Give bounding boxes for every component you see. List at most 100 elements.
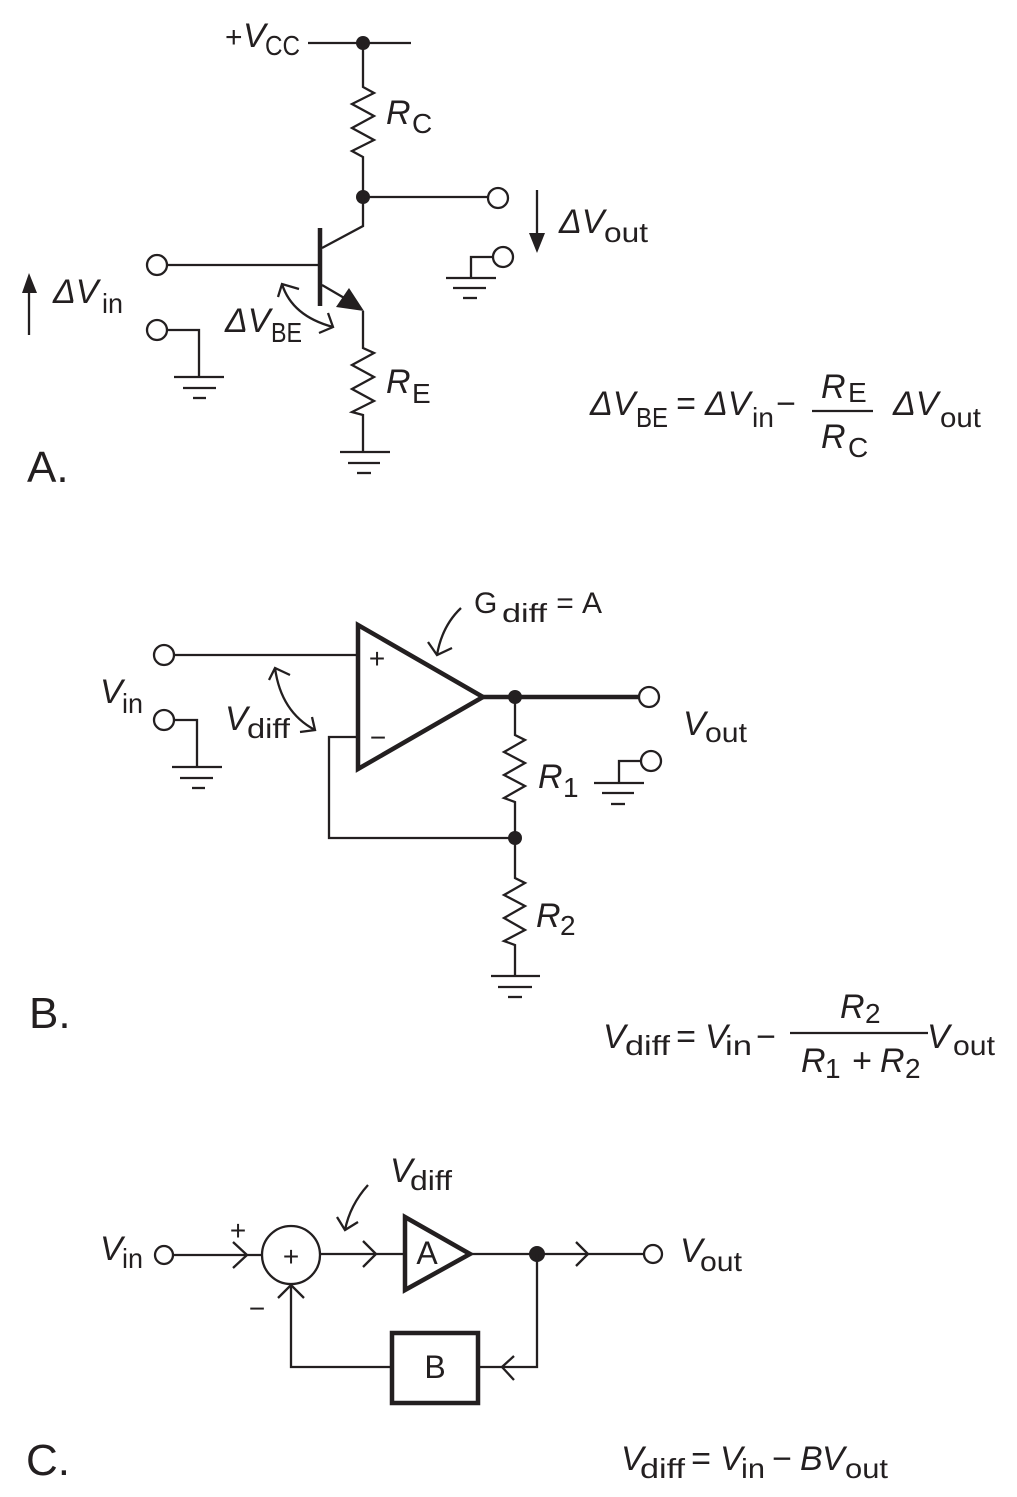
eq-c-term1-subscript: in (741, 1453, 765, 1484)
feedback-wire-out (478, 1254, 539, 1369)
r1-label-subscript: 1 (563, 772, 579, 803)
eq-b-numerator-subscript: 2 (865, 998, 881, 1029)
vout-label-symbol: V (683, 705, 709, 743)
ground-icon (340, 450, 390, 475)
chevron-right-icon (362, 1240, 378, 1268)
r2-label-symbol: R (536, 897, 561, 935)
feedback-wire-in (289, 1285, 392, 1369)
eq-b-denominator-r2-subscript: 2 (905, 1053, 921, 1084)
eq-a-numerator-symbol: R (821, 368, 846, 406)
vcc-plus-sign: + (225, 21, 243, 54)
equation-a: ΔV BE = ΔV in − R E R C ΔV out (589, 368, 981, 463)
vin-label-symbol: V (100, 1230, 126, 1268)
rc-label-symbol: R (386, 94, 411, 132)
vin-label-subscript: in (122, 1243, 143, 1274)
eq-a-term1-subscript: in (752, 402, 774, 433)
summer-input-plus-sign: + (230, 1215, 246, 1246)
eq-a-lhs-symbol: ΔV (589, 385, 639, 423)
eq-c-term2-subscript: out (845, 1453, 888, 1484)
chevron-right-icon (575, 1241, 590, 1267)
vdiff-label-subscript: diff (410, 1165, 452, 1196)
chevron-left-icon (500, 1355, 515, 1381)
arrow-down-icon (529, 233, 545, 253)
chevron-up-icon (277, 1283, 305, 1299)
eq-c-term1-symbol: V (720, 1440, 746, 1478)
gain-label-symbol: G (474, 587, 497, 620)
eq-a-denominator-subscript: C (848, 432, 868, 463)
curved-arrow-icon (427, 607, 462, 657)
eq-a-numerator-subscript: E (848, 377, 867, 408)
panel-a: A. + V CC R C R E (22, 17, 981, 492)
panel-c: C. V in + + − V diff A V out (26, 1152, 888, 1485)
delta-vout-subscript: out (604, 217, 648, 248)
gain-label-value: A (582, 587, 602, 620)
input-ground-terminal-icon (145, 318, 169, 342)
summer-sign: + (283, 1241, 299, 1272)
eq-b-denominator-plus: + (852, 1042, 872, 1080)
summer-input-minus-sign: − (249, 1293, 265, 1324)
ground-icon (491, 974, 540, 999)
eq-a-denominator-symbol: R (821, 418, 846, 456)
output-terminal-icon (486, 186, 510, 210)
eq-b-term1-subscript: in (725, 1030, 752, 1061)
emitter-resistor-icon (348, 311, 377, 452)
collector-resistor-icon (349, 43, 377, 197)
collector-lead (321, 197, 365, 250)
input-ground-terminal-icon (152, 708, 176, 732)
delta-vout-symbol: ΔV (558, 203, 608, 241)
eq-b-minus: − (756, 1018, 776, 1056)
vcc-symbol: V (243, 17, 269, 55)
delta-vbe-subscript: BE (271, 317, 302, 348)
eq-c-term2-symbol: V (822, 1440, 848, 1478)
eq-b-denominator-r1-symbol: R (801, 1042, 826, 1080)
emitter-arrow-icon (336, 288, 364, 311)
output-ground-wire (617, 759, 641, 783)
double-curved-arrow-icon (267, 666, 317, 734)
chevron-right-icon (232, 1241, 249, 1269)
arrow-up-icon (22, 273, 37, 293)
panel-label-b: B. (29, 989, 71, 1038)
eq-a-lhs-subscript: BE (636, 402, 668, 433)
re-label-symbol: R (386, 363, 411, 401)
ground-icon (172, 765, 222, 790)
input-terminal-icon (153, 1244, 175, 1266)
opamp-minus-sign: − (370, 722, 386, 753)
output-terminal-icon (642, 1243, 664, 1265)
eq-c-lhs-symbol: V (621, 1440, 647, 1478)
eq-b-equals: = (676, 1018, 696, 1056)
delta-vin-symbol: ΔV (52, 273, 102, 311)
eq-c-equals: = (691, 1440, 711, 1478)
vin-label-subscript: in (122, 688, 143, 719)
emitter-lead (321, 284, 347, 300)
eq-a-minus: − (776, 385, 796, 423)
output-ground-wire (469, 255, 493, 278)
feedback-wire (327, 735, 515, 840)
rc-label-subscript: C (412, 108, 432, 139)
panel-label-a: A. (27, 443, 69, 492)
vout-label-subscript: out (705, 717, 747, 748)
re-label-subscript: E (412, 378, 431, 409)
eq-b-denominator-r1-subscript: 1 (825, 1053, 841, 1084)
panel-b: B. G diff = A V in V diff + (29, 587, 995, 1084)
delta-vbe-symbol: ΔV (224, 302, 274, 340)
npn-transistor-icon (317, 197, 365, 311)
eq-a-term2-subscript: out (940, 402, 981, 433)
eq-b-denominator-r2-symbol: R (880, 1042, 905, 1080)
output-ground-terminal-icon (491, 245, 515, 269)
feedback-block-label: B (424, 1349, 445, 1385)
output-ground-terminal-icon (639, 749, 663, 773)
eq-b-lhs-symbol: V (603, 1018, 629, 1056)
panel-label-c: C. (26, 1436, 70, 1485)
eq-c-minus: − (772, 1440, 792, 1478)
ground-icon (594, 781, 644, 806)
ground-icon (174, 375, 224, 400)
opamp-triangle-icon (355, 621, 488, 773)
r2-label-subscript: 2 (560, 910, 576, 941)
r1-label-symbol: R (538, 758, 563, 796)
delta-vin-subscript: in (102, 288, 123, 319)
eq-b-lhs-subscript: diff (625, 1030, 670, 1061)
eq-a-term2-symbol: ΔV (892, 385, 942, 423)
eq-a-term1-symbol: ΔV (704, 385, 754, 423)
input-ground-wire (174, 718, 199, 767)
